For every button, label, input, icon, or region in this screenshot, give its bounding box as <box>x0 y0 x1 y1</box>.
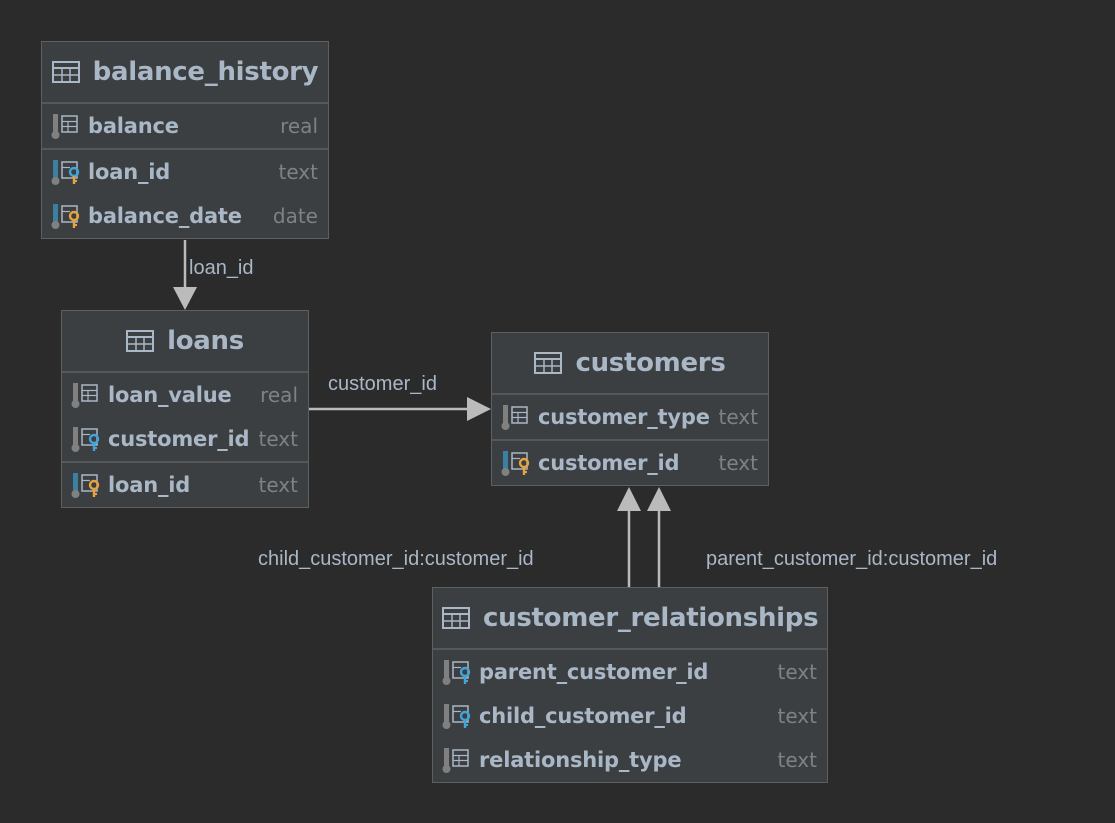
column-name: customer_id <box>108 427 250 451</box>
edge-label-child-customer-id: child_customer_id:customer_id <box>258 548 534 570</box>
arrowhead-loans <box>173 287 197 310</box>
column-icon <box>442 748 469 773</box>
table-icon <box>126 330 155 352</box>
edge-label-customer-id: customer_id <box>328 373 437 395</box>
column-row[interactable]: balance_date date <box>42 194 328 238</box>
column-name: balance_date <box>88 204 242 228</box>
foreign-key-column-icon <box>442 704 471 729</box>
arrowhead-customers-from-loans <box>467 397 491 421</box>
primary-key-column-icon <box>71 473 100 498</box>
column-name: child_customer_id <box>479 704 687 728</box>
arrowhead-customers-from-child <box>617 487 641 511</box>
column-name: balance <box>88 114 179 138</box>
edge-label-parent-customer-id: parent_customer_id:customer_id <box>706 548 998 570</box>
entity-header: customers <box>492 333 768 395</box>
column-type: real <box>280 114 318 138</box>
entity-header: loans <box>62 311 308 373</box>
entity-header: balance_history <box>42 42 328 104</box>
column-icon <box>501 405 528 430</box>
entity-loans[interactable]: loans loan_value real customer_id text l… <box>61 310 309 508</box>
entity-title: loans <box>167 326 244 356</box>
column-type: text <box>718 405 758 429</box>
column-name: loan_value <box>108 383 232 407</box>
column-name: loan_id <box>108 473 191 497</box>
column-name: customer_id <box>538 451 680 475</box>
column-row[interactable]: loan_value real <box>62 373 308 417</box>
column-type: text <box>777 660 817 684</box>
edge-label-loan-id: loan_id <box>189 257 254 279</box>
entity-balance-history[interactable]: balance_history balance real loan_id tex… <box>41 41 329 239</box>
column-type: text <box>258 473 298 497</box>
primary-key-column-icon <box>501 451 530 476</box>
column-row[interactable]: customer_type text <box>492 395 768 439</box>
entity-title: customer_relationships <box>483 603 819 633</box>
column-row[interactable]: balance real <box>42 104 328 148</box>
column-name: parent_customer_id <box>479 660 709 684</box>
foreign-primary-key-column-icon <box>51 160 80 185</box>
column-row[interactable]: relationship_type text <box>433 738 827 782</box>
foreign-key-column-icon <box>442 660 471 685</box>
column-row[interactable]: parent_customer_id text <box>433 650 827 694</box>
foreign-key-column-icon <box>71 427 100 452</box>
entity-customers[interactable]: customers customer_type text customer_id… <box>491 332 769 486</box>
entity-header: customer_relationships <box>433 588 827 650</box>
column-row[interactable]: loan_id text <box>42 150 328 194</box>
entity-customer-relationships[interactable]: customer_relationships parent_customer_i… <box>432 587 828 783</box>
column-name: loan_id <box>88 160 171 184</box>
column-icon <box>51 114 78 139</box>
column-row[interactable]: loan_id text <box>62 463 308 507</box>
column-type: text <box>777 748 817 772</box>
table-icon <box>442 607 470 629</box>
column-type: date <box>272 204 318 228</box>
primary-key-column-icon <box>51 204 80 229</box>
entity-title: customers <box>575 348 726 378</box>
column-name: customer_type <box>538 405 710 429</box>
column-name: relationship_type <box>479 748 682 772</box>
column-row[interactable]: customer_id text <box>62 417 308 461</box>
column-type: real <box>260 383 298 407</box>
table-icon <box>534 352 563 374</box>
table-icon <box>51 61 80 83</box>
entity-title: balance_history <box>92 57 319 87</box>
column-type: text <box>777 704 817 728</box>
arrowhead-customers-from-parent <box>647 487 671 511</box>
column-row[interactable]: customer_id text <box>492 441 768 485</box>
column-type: text <box>258 427 298 451</box>
column-type: text <box>718 451 758 475</box>
column-icon <box>71 383 98 408</box>
column-row[interactable]: child_customer_id text <box>433 694 827 738</box>
column-type: text <box>278 160 318 184</box>
